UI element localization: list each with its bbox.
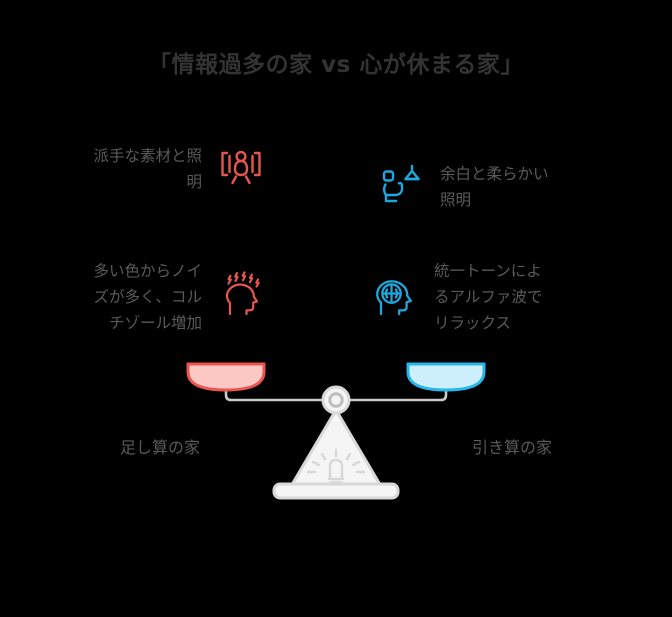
calm-brain-head-icon xyxy=(368,269,420,325)
stressed-head-icon xyxy=(216,270,266,324)
person-between-speakers-icon xyxy=(216,142,266,196)
left-feature-2-label: 多い色からノイ ズが多く、コル チゾール増加 xyxy=(93,262,202,332)
left-feature-1-label: 派手な素材と照 明 xyxy=(93,147,202,191)
right-feature-1: 余白と柔らかい 照明 xyxy=(376,160,636,214)
left-bottom-label: 足し算の家 xyxy=(119,438,200,457)
right-feature-2-label: 統一トーンによ るアルファ波で リラックス xyxy=(434,262,543,332)
right-bottom-label: 引き算の家 xyxy=(471,438,552,457)
page-title: 「情報過多の家 vs 心が休まる家」 xyxy=(148,52,524,78)
balance-scale-icon xyxy=(170,348,502,508)
scale-pan-right xyxy=(406,362,486,392)
scale-pan-left xyxy=(186,362,266,392)
right-feature-2: 統一トーンによ るアルファ波で リラックス xyxy=(368,258,640,336)
right-feature-1-label: 余白と柔らかい 照明 xyxy=(440,165,549,209)
bulb-icon xyxy=(306,448,366,484)
scale-fulcrum xyxy=(321,385,351,415)
scale-base xyxy=(272,482,400,500)
seated-person-lamp-icon xyxy=(376,160,426,214)
left-feature-2: 多い色からノイ ズが多く、コル チゾール増加 xyxy=(44,258,266,336)
left-feature-1: 派手な素材と照 明 xyxy=(44,142,266,196)
